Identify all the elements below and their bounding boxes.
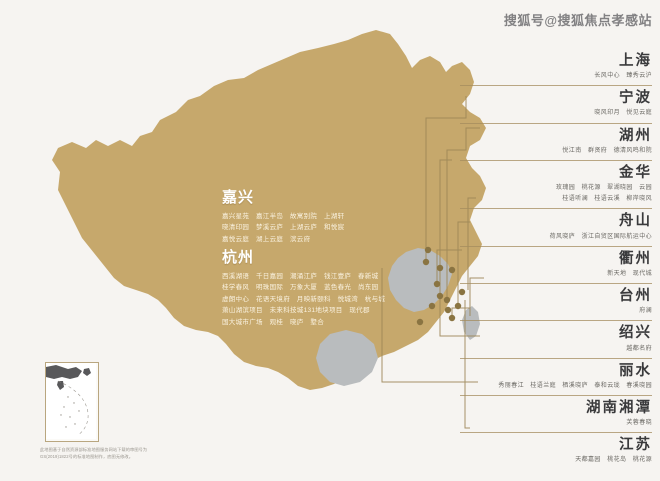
city-projects: 长风中心 臻秀云沪 — [594, 73, 652, 80]
city-row-hunan-xiangtan[interactable]: 湖南湘潭 芙蓉春晓 — [460, 395, 660, 432]
row-divider — [460, 208, 652, 210]
map-block-jiaxing: 嘉兴 嘉兴星苑 嘉江半岛 故寓别院 上湖轩 晓清印园 梦溪云庐 上湖云庐 和悦宸… — [222, 186, 344, 245]
city-row-ningbo[interactable]: 宁波 晓风印月 悦见云庭 — [460, 85, 660, 122]
map-block-project-line: 嘉悦云庭 湖上云庭 滨云府 — [222, 235, 311, 243]
city-projects: 府澜 — [639, 308, 652, 315]
row-divider — [460, 432, 652, 434]
row-divider — [460, 320, 652, 322]
row-divider — [460, 283, 652, 285]
map-block-project-line: 萧山湖滨项目 未来科技城131地块项目 现代郡 — [222, 307, 370, 315]
city-row-jinhua[interactable]: 金华 玫瑰园 桃花源 翠湖晓园 云园 桂语听澜 桂语云溪 柳岸晓风 — [460, 159, 660, 209]
city-name: 台州 — [619, 288, 652, 305]
map-block-city-name: 嘉兴 — [222, 189, 255, 206]
city-projects: 晓风印月 悦见云庭 — [594, 110, 652, 117]
nine-dash-line — [57, 380, 89, 436]
map-block-project-line: 国大城市广场 观桂 晓庐 墅合 — [222, 318, 324, 326]
map-block-project-line: 虚朗中心 花语天境府 月映新颐科 悦城湾 杭与城 — [222, 295, 386, 303]
city-projects: 芙蓉春晓 — [626, 420, 652, 427]
city-row-quzhou[interactable]: 衢州 新天地 现代城 — [460, 245, 660, 283]
map-disclaimer-note: 此地图基于自然资源部标准地图服务网站下载的审图号为GS(2019)1822号的标… — [40, 447, 148, 459]
city-row-zhoushan[interactable]: 舟山 荷风晓庐 浙江自贸区国际航运中心 — [460, 208, 660, 245]
city-row-shanghai[interactable]: 上海 长风中心 臻秀云沪 — [460, 52, 660, 85]
map-block-project-line: 嘉兴星苑 嘉江半岛 故寓别院 上湖轩 — [222, 213, 345, 220]
city-projects: 天都嘉园 桃花岛 桃花源 — [575, 457, 652, 464]
south-china-sea-inset-map — [45, 362, 99, 442]
row-divider — [460, 85, 652, 87]
city-name: 上海 — [619, 53, 652, 69]
city-projects: 悦江南 群贤府 德清风鸣和院 — [562, 147, 652, 154]
map-block-project-line: 西溪湖语 千日嘉园 潮涌江庐 钱江壹庐 春新城 — [222, 273, 379, 280]
row-divider — [460, 357, 652, 359]
row-divider — [460, 245, 652, 247]
city-name: 舟山 — [619, 213, 652, 230]
city-row-huzhou[interactable]: 湖州 悦江南 群贤府 德清风鸣和院 — [460, 122, 660, 160]
city-projects: 玫瑰园 桃花源 翠湖晓园 云园 — [555, 185, 652, 192]
city-name: 丽水 — [619, 362, 652, 379]
map-block-city-name: 杭州 — [222, 249, 255, 266]
city-projects: 越都名府 — [626, 345, 652, 352]
city-row-lishui[interactable]: 丽水 秀丽春江 桂语兰庭 栖溪晓庐 泰和云珑 春溪晓园 — [460, 357, 660, 395]
inset-peninsula-shape — [57, 381, 64, 390]
city-projects: 新天地 现代城 — [607, 270, 652, 277]
inset-island-dots — [60, 396, 80, 428]
inset-landmass-shape — [46, 365, 82, 379]
city-row-shaoxing[interactable]: 绍兴 越都名府 — [460, 320, 660, 357]
inset-island-shape — [83, 368, 91, 376]
city-projects: 桂语听澜 桂语云溪 柳岸晓风 — [562, 196, 652, 203]
city-projects: 秀丽春江 桂语兰庭 栖溪晓庐 泰和云珑 春溪晓园 — [498, 382, 652, 389]
hainan-highlight-region — [316, 330, 378, 386]
city-name: 绍兴 — [619, 325, 652, 342]
city-name: 湖州 — [619, 127, 652, 144]
watermark-label: 搜狐号@搜狐焦点孝感站 — [503, 13, 652, 28]
row-divider — [460, 159, 652, 161]
map-block-project-line: 桂学春风 明珠国际 万象大厦 蓝色春光 尚东园 — [222, 284, 379, 292]
city-name: 宁波 — [619, 90, 652, 107]
map-block-hangzhou: 杭州 西溪湖语 千日嘉园 潮涌江庐 钱江壹庐 春新城 桂学春风 明珠国际 万象大… — [222, 246, 385, 328]
row-divider — [460, 122, 652, 124]
row-divider — [460, 395, 652, 396]
city-name: 江苏 — [619, 437, 652, 454]
china-landmass-shape — [52, 30, 486, 390]
city-row-taizhou[interactable]: 台州 府澜 — [460, 283, 660, 320]
city-name: 衢州 — [619, 250, 652, 267]
city-projects: 荷风晓庐 浙江自贸区国际航运中心 — [549, 233, 652, 240]
city-name: 湖南湘潭 — [586, 400, 652, 416]
city-name: 金华 — [619, 164, 652, 181]
city-list: 上海 长风中心 臻秀云沪 宁波 晓风印月 悦见云庭 湖州 悦江南 群贤府 德清风… — [460, 52, 660, 470]
city-row-jiangsu[interactable]: 江苏 天都嘉园 桃花岛 桃花源 — [460, 432, 660, 469]
map-block-project-line: 晓清印园 梦溪云庐 上湖云庐 和悦宸 — [222, 224, 345, 232]
